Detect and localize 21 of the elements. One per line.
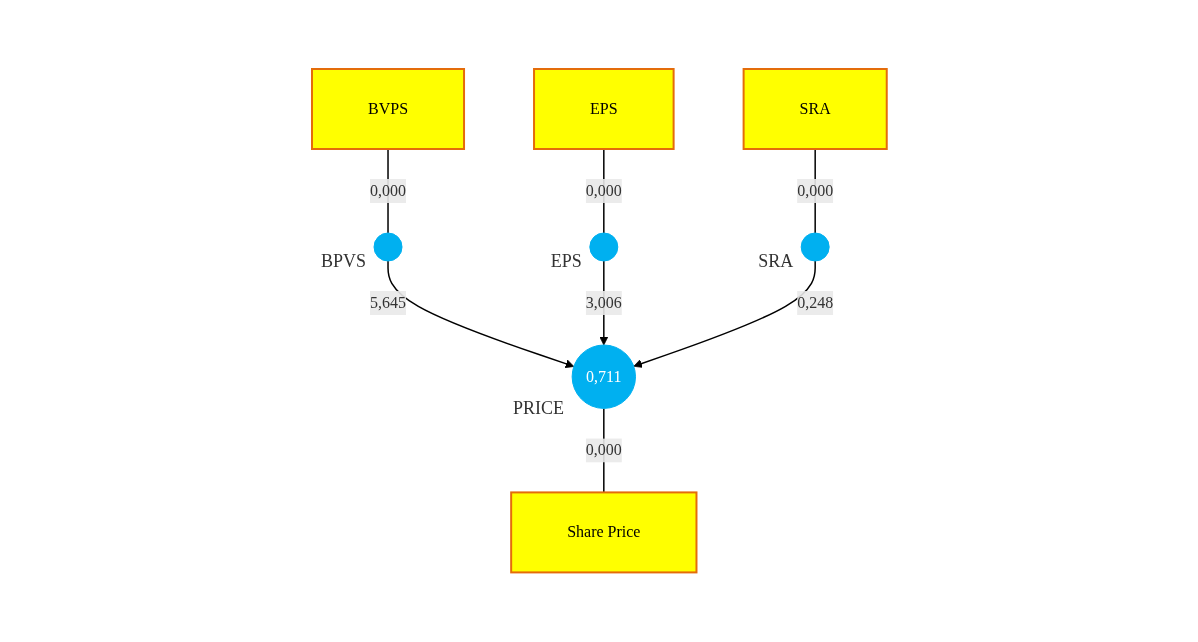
- node-circle: [800, 232, 830, 262]
- arrow: [386, 260, 574, 369]
- node-box: SRA: [742, 68, 888, 151]
- node-circle: [588, 232, 618, 262]
- edge-label: 0,000: [585, 441, 622, 459]
- node-caption: PRICE: [512, 398, 564, 419]
- arrow: [633, 260, 816, 369]
- node-caption: SRA: [757, 251, 793, 272]
- node-caption: EPS: [550, 251, 582, 272]
- node-circle: 0,711: [571, 344, 636, 410]
- edge-label: 0,000: [796, 182, 833, 200]
- node-box: BVPS: [310, 68, 465, 151]
- edge-label: 3,006: [585, 294, 622, 312]
- edge-label: 0,248: [796, 294, 833, 312]
- node-circle: [373, 232, 403, 262]
- node-box: Share Price: [509, 491, 698, 574]
- node-caption: BPVS: [320, 251, 366, 272]
- edge-label: 0,000: [369, 182, 406, 200]
- edge-label: 5,645: [369, 294, 406, 312]
- node-box: EPS: [532, 68, 675, 151]
- edge-label: 0,000: [585, 182, 622, 200]
